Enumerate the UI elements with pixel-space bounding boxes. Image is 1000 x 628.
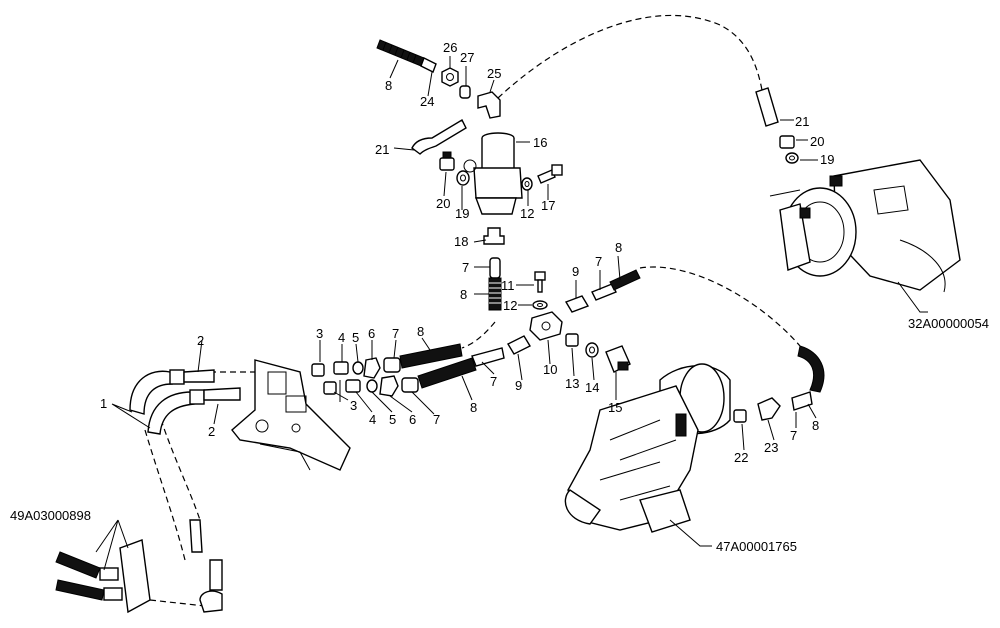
callout-24: 24 bbox=[420, 94, 434, 109]
callout-2: 2 bbox=[197, 333, 204, 348]
callout-8: 8 bbox=[417, 324, 424, 339]
callout-15: 15 bbox=[608, 400, 622, 415]
callout-19: 19 bbox=[455, 206, 469, 221]
fitting-13 bbox=[565, 333, 579, 347]
elbow-23 bbox=[757, 397, 781, 421]
hose-top-8 bbox=[376, 39, 437, 73]
callout-10: 10 bbox=[543, 362, 557, 377]
callout-5: 5 bbox=[352, 330, 359, 345]
leader-lines bbox=[95, 56, 928, 571]
callout-7: 7 bbox=[392, 326, 399, 341]
bolt-11 bbox=[534, 271, 546, 293]
lower-left-assembly bbox=[55, 519, 223, 614]
callout-9: 9 bbox=[515, 378, 522, 393]
bolt-17 bbox=[537, 164, 563, 184]
callout-8: 8 bbox=[615, 240, 622, 255]
callout-1: 1 bbox=[100, 396, 107, 411]
callout-26: 26 bbox=[443, 40, 457, 55]
callout-22: 22 bbox=[734, 450, 748, 465]
callout-16: 16 bbox=[533, 135, 547, 150]
reference-center: 47A00001765 bbox=[716, 539, 797, 554]
fitting-18 bbox=[483, 227, 505, 245]
callout-19: 19 bbox=[820, 152, 834, 167]
callout-7: 7 bbox=[595, 254, 602, 269]
callout-20: 20 bbox=[436, 196, 450, 211]
callout-7: 7 bbox=[790, 428, 797, 443]
callout-11: 11 bbox=[501, 278, 515, 293]
reference-left: 49A03000898 bbox=[10, 508, 91, 523]
callout-6: 6 bbox=[368, 326, 375, 341]
brake-caliper bbox=[564, 363, 731, 533]
washer-19-right bbox=[785, 152, 799, 164]
callout-7: 7 bbox=[433, 412, 440, 427]
elbow-25 bbox=[477, 91, 501, 119]
callout-21: 21 bbox=[795, 114, 809, 129]
fitting-22 bbox=[733, 409, 747, 423]
callout-14: 14 bbox=[585, 380, 599, 395]
callout-21: 21 bbox=[375, 142, 389, 157]
routing-lines bbox=[144, 14, 801, 607]
switch-15 bbox=[605, 345, 631, 373]
reference-labels: 49A03000898 47A00001765 32A00000054 bbox=[10, 316, 989, 554]
hose-21-upper bbox=[411, 119, 467, 155]
bracket-plate bbox=[231, 359, 351, 471]
washer-19-upper bbox=[456, 170, 470, 186]
hose-21-right bbox=[755, 87, 779, 127]
hose-8-right bbox=[609, 269, 641, 291]
valve-16 bbox=[463, 132, 523, 215]
callout-5: 5 bbox=[389, 412, 396, 427]
callout-18: 18 bbox=[454, 234, 468, 249]
tee-10 bbox=[529, 311, 563, 341]
callout-3: 3 bbox=[350, 398, 357, 413]
washer-12-upper bbox=[521, 177, 533, 191]
callout-12: 12 bbox=[503, 298, 517, 313]
callout-3: 3 bbox=[316, 326, 323, 341]
fitting-20-right bbox=[779, 135, 795, 149]
callout-4: 4 bbox=[338, 330, 345, 345]
washer-14 bbox=[585, 342, 599, 358]
callout-23: 23 bbox=[764, 440, 778, 455]
callout-8: 8 bbox=[812, 418, 819, 433]
washer-12-center bbox=[532, 300, 548, 310]
callout-27: 27 bbox=[460, 50, 474, 65]
hose-8-vertical bbox=[488, 277, 502, 311]
callout-7: 7 bbox=[490, 374, 497, 389]
callout-8: 8 bbox=[460, 287, 467, 302]
callout-8: 8 bbox=[470, 400, 477, 415]
hose-1 bbox=[129, 369, 241, 435]
callout-17: 17 bbox=[541, 198, 555, 213]
callout-13: 13 bbox=[565, 376, 579, 391]
hose-8-caliper bbox=[791, 345, 825, 411]
fitting-9-right bbox=[564, 295, 590, 313]
tube-7-right bbox=[591, 283, 617, 301]
nut-26 bbox=[441, 67, 459, 87]
callout-2: 2 bbox=[208, 424, 215, 439]
callout-20: 20 bbox=[810, 134, 824, 149]
reference-right: 32A00000054 bbox=[908, 316, 989, 331]
fitting-9-left bbox=[507, 335, 531, 355]
fittings-row-lower bbox=[323, 347, 505, 397]
ring-27 bbox=[459, 85, 471, 99]
fittings-row-upper bbox=[311, 343, 463, 379]
fitting-20-upper bbox=[439, 151, 455, 171]
callout-7: 7 bbox=[462, 260, 469, 275]
callout-4: 4 bbox=[369, 412, 376, 427]
callout-6: 6 bbox=[409, 412, 416, 427]
callout-8: 8 bbox=[385, 78, 392, 93]
tube-7-vertical bbox=[489, 257, 501, 279]
axle-assembly bbox=[769, 159, 961, 293]
callout-12: 12 bbox=[520, 206, 534, 221]
callout-9: 9 bbox=[572, 264, 579, 279]
callout-25: 25 bbox=[487, 66, 501, 81]
callout-labels: 8 24 26 27 25 16 21 20 19 12 17 18 7 8 1… bbox=[100, 40, 834, 465]
